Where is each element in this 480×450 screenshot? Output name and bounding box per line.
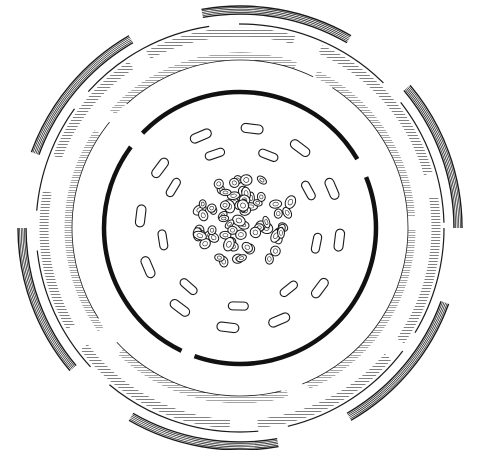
petal-arc-line (349, 303, 445, 418)
stamen (165, 177, 182, 198)
cell (265, 254, 273, 264)
petal-arc-line (37, 41, 132, 154)
stamen (216, 322, 239, 334)
stamen (289, 138, 312, 158)
stamen (334, 229, 346, 252)
stamen (150, 156, 170, 179)
stamen (241, 123, 264, 135)
stamen (189, 128, 213, 145)
petal-arc-line (347, 301, 441, 413)
petal-arc-line (34, 39, 130, 154)
central-cell-cluster (191, 174, 297, 267)
stamen (300, 180, 317, 201)
stamen (228, 302, 248, 310)
petal-arc-line (348, 302, 443, 415)
stamen (178, 277, 198, 296)
stamen (311, 233, 323, 254)
stamen (267, 312, 291, 329)
cell (277, 227, 284, 238)
cell (220, 189, 231, 195)
petal-arc-line (39, 43, 133, 155)
petal-arc (31, 36, 133, 155)
petal-arc-line (36, 40, 131, 154)
cell (274, 208, 283, 218)
cell (269, 199, 282, 208)
cell (199, 200, 206, 209)
stamen (310, 277, 330, 300)
stamen (168, 298, 191, 318)
stamen (258, 148, 280, 163)
cell (256, 174, 268, 185)
stamen (279, 279, 300, 298)
stamen (135, 204, 147, 227)
stamen (157, 229, 168, 250)
stamen (324, 177, 341, 201)
stamen (140, 255, 157, 279)
cell (214, 253, 224, 262)
cell (240, 174, 252, 185)
stamen (204, 147, 226, 161)
petal-arc (347, 301, 449, 420)
